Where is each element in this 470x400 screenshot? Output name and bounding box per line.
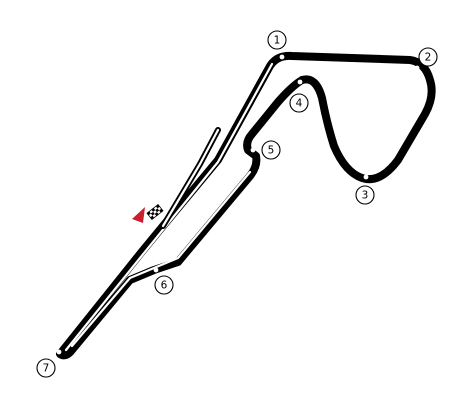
track-layout	[56, 51, 436, 360]
svg-text:2: 2	[425, 52, 432, 64]
svg-text:3: 3	[362, 190, 369, 202]
start-finish	[132, 203, 164, 223]
turn-5-marker	[250, 147, 256, 153]
turn-label-4: 4	[289, 93, 309, 113]
turn-label-7: 7	[36, 358, 56, 378]
turn-label-3: 3	[355, 185, 375, 205]
checkered-flag-icon	[146, 203, 164, 221]
turn-label-2: 2	[418, 47, 438, 67]
track-main-straight-centre	[64, 62, 274, 352]
turn-3-marker	[363, 174, 369, 180]
direction-flag-icon	[132, 207, 145, 223]
svg-text:5: 5	[268, 145, 275, 157]
svg-text:1: 1	[274, 35, 281, 47]
turn-2-marker	[414, 65, 420, 71]
turn-labels: 1 2 3 4 5 6 7	[36, 30, 438, 378]
svg-text:6: 6	[161, 280, 168, 292]
turn-6-marker	[153, 267, 159, 273]
svg-text:4: 4	[296, 98, 303, 110]
turn-markers	[56, 54, 420, 355]
track-back-straight-centre	[70, 170, 252, 348]
turn-1-marker	[279, 54, 285, 60]
turn-label-1: 1	[267, 30, 287, 50]
turn-4-marker	[297, 79, 303, 85]
turn-label-6: 6	[154, 275, 174, 295]
track-inner-link-centre	[161, 128, 220, 228]
turn-label-5: 5	[261, 140, 281, 160]
svg-text:7: 7	[43, 363, 50, 375]
turn-7-marker	[56, 349, 62, 355]
track-main-loop	[56, 51, 436, 360]
